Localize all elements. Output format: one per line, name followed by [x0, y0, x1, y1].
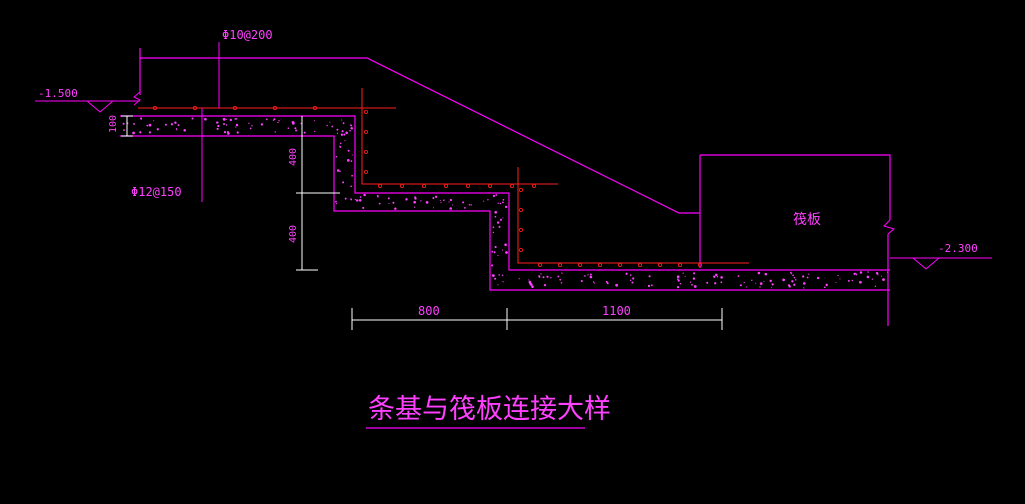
level-right-label: -2.300 [938, 242, 978, 255]
concrete-section [120, 115, 890, 291]
dimension-1100: 1100 [602, 304, 631, 318]
rebar-bottom-label: Φ12@150 [131, 185, 182, 199]
step1-dimension: 400 [288, 148, 299, 166]
thickness-dimension: 100 [108, 115, 119, 133]
raft-label: 筏板 [793, 211, 821, 228]
level-marker-right [890, 257, 992, 270]
dimension-800: 800 [418, 304, 440, 318]
level-left-label: -1.500 [38, 87, 78, 100]
leader-lines [201, 42, 220, 202]
formwork-outline [133, 48, 896, 326]
rebar-dots [152, 106, 703, 267]
step2-dimension: 400 [288, 225, 299, 243]
rebar-lines [138, 88, 749, 264]
drawing-title: 条基与筏板连接大样 [368, 394, 611, 425]
concrete-speckle [122, 117, 888, 289]
level-marker-left [35, 100, 140, 113]
dimension-lines [121, 115, 723, 330]
rebar-top-label: Φ10@200 [222, 28, 273, 42]
